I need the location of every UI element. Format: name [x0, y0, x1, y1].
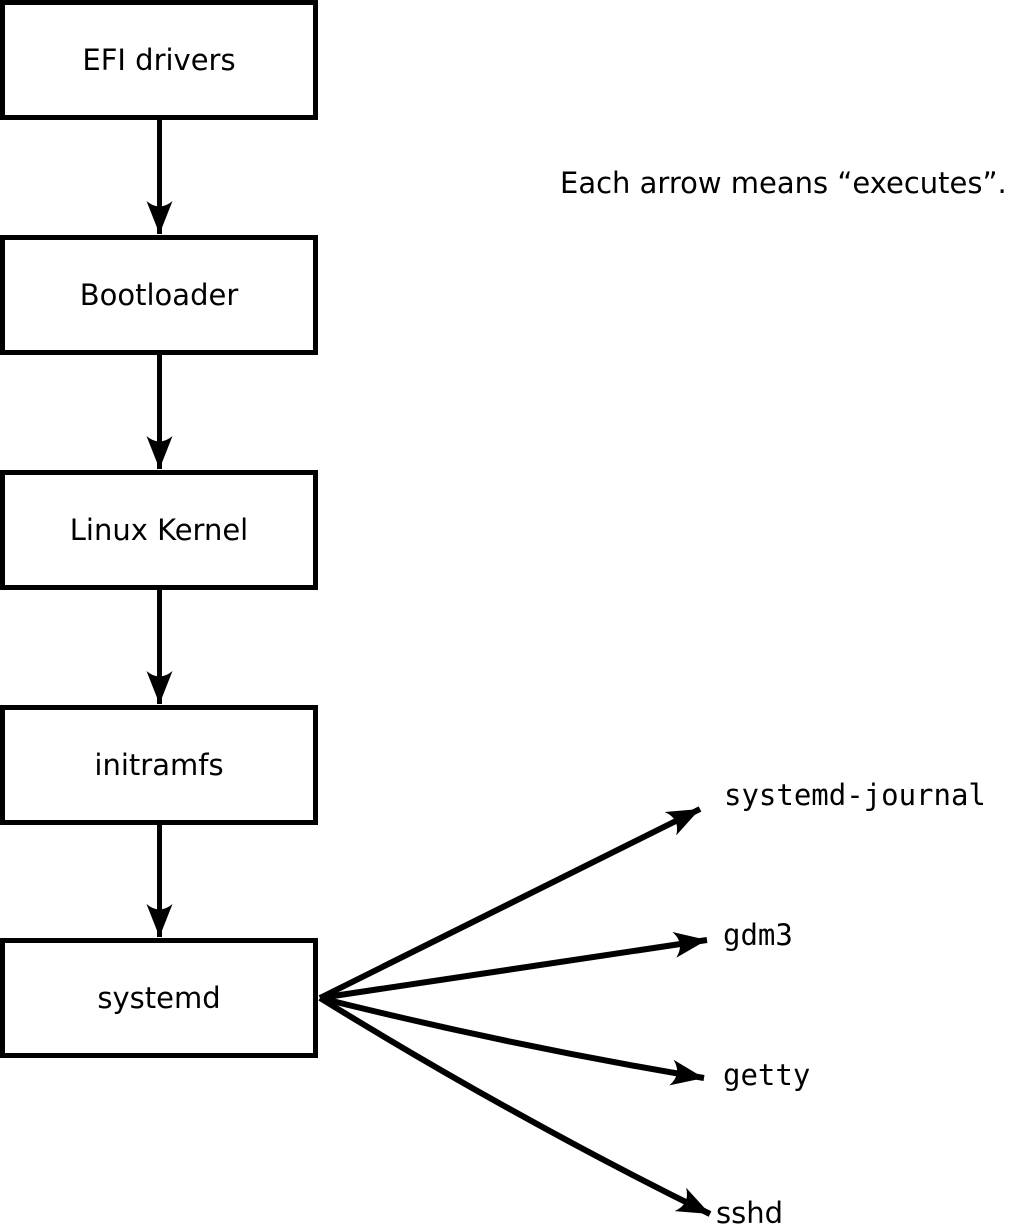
fan-target-gdm3: gdm3 [723, 918, 793, 952]
box-linux-kernel: Linux Kernel [0, 470, 318, 590]
box-bootloader: Bootloader [0, 235, 318, 355]
box-initramfs-label: initramfs [94, 748, 224, 782]
box-systemd: systemd [0, 938, 318, 1058]
fan-target-systemd-journal: systemd-journal [724, 778, 986, 812]
arrow-legend-note: Each arrow means “executes”. [560, 166, 1007, 200]
box-efi-drivers-label: EFI drivers [82, 43, 236, 77]
arrow-systemd-to-gdm3 [319, 932, 708, 1001]
arrow-systemd-to-sshd [318, 995, 712, 1217]
box-bootloader-label: Bootloader [79, 278, 239, 312]
box-linux-kernel-label: Linux Kernel [69, 513, 249, 547]
box-initramfs: initramfs [0, 705, 318, 825]
arrow-systemd-to-getty [319, 995, 705, 1086]
fan-target-getty: getty [723, 1058, 811, 1092]
box-efi-drivers: EFI drivers [0, 0, 318, 120]
arrow-systemd-to-journal [318, 806, 702, 1001]
box-systemd-label: systemd [97, 981, 221, 1015]
fan-target-sshd: sshd [716, 1196, 784, 1230]
